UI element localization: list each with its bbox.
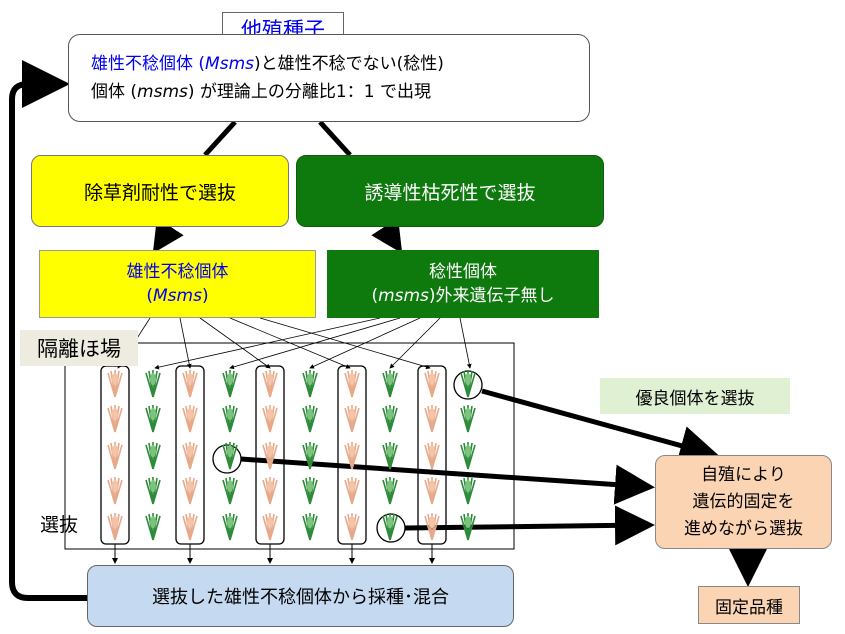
sterile-plant-icon	[262, 405, 278, 433]
self-line-2: 遺伝的固定を	[692, 491, 795, 512]
sterile-plant-icon	[344, 442, 360, 470]
self-line-1: 自殖により	[701, 464, 786, 485]
sterile-plant-icon	[107, 477, 123, 505]
male-sterile-box: 雄性不稔個体 (Msms)	[39, 250, 316, 318]
sterile-plant-icon	[424, 405, 440, 433]
fertile-plant-icon	[382, 370, 398, 398]
sterile-plant-icon	[182, 442, 198, 470]
fertile-line-1: 稔性個体	[429, 262, 497, 282]
fertile-plant-icon	[460, 370, 476, 398]
male-sterile-line-2: (Msms)	[146, 286, 209, 306]
fixed-variety-box: 固定品種	[698, 586, 800, 624]
sterile-plant-icon	[262, 442, 278, 470]
fertile-line-2: (msms)外来遺伝子無し	[371, 286, 555, 306]
fertile-plant-icon	[302, 370, 318, 398]
feedback-loop-arrow	[9, 60, 87, 601]
fertile-box: 稔性個体 (msms)外来遺伝子無し	[327, 250, 599, 318]
sterile-plant-icon	[344, 477, 360, 505]
fertile-plant-icon	[145, 513, 161, 541]
male-sterile-line-1: 雄性不稔個体	[126, 262, 229, 282]
top-line-2: 個体 (msms) が理論上の分離比1：1 で出現	[91, 82, 431, 102]
sterile-plant-icon	[262, 513, 278, 541]
sterile-plant-icon	[344, 513, 360, 541]
fertile-plant-icon	[222, 370, 238, 398]
self-line-3: 進めながら選抜	[684, 518, 803, 539]
good-individuals-label: 優良個体を選抜	[600, 378, 790, 414]
self-pollination-box: 自殖により 遺伝的固定を 進めながら選抜	[655, 455, 832, 549]
sterile-plant-icon	[424, 477, 440, 505]
fertile-plant-icon	[382, 442, 398, 470]
fertile-plant-icon	[382, 405, 398, 433]
fertile-plant-icon	[302, 477, 318, 505]
fertile-plant-icon	[145, 442, 161, 470]
fertile-plant-icon	[460, 442, 476, 470]
isolated-field-label: 隔離ほ場	[20, 330, 138, 366]
sterile-plant-icon	[182, 405, 198, 433]
sterile-plant-icon	[107, 370, 123, 398]
arrow-herbicide-to-sterile	[152, 217, 184, 254]
sterile-plant-icon	[424, 370, 440, 398]
fertile-plant-icon	[460, 405, 476, 433]
line-top-to-herbicide	[203, 120, 237, 157]
arrow-induced-to-fertile	[371, 217, 403, 254]
fertile-plant-icon	[302, 513, 318, 541]
sterile-plant-icon	[262, 370, 278, 398]
fertile-plant-icon	[222, 513, 238, 541]
sterile-plant-icon	[107, 442, 123, 470]
fertile-plant-icon	[382, 513, 398, 541]
sterile-plant-icon	[182, 513, 198, 541]
fertile-plant-icon	[302, 442, 318, 470]
fertile-plant-icon	[460, 513, 476, 541]
fertile-plant-icon	[145, 405, 161, 433]
fertile-plant-icon	[222, 442, 238, 470]
top-description-box: 雄性不稔個体 (Msms)と雄性不稔でない(稔性) 個体 (msms) が理論上…	[68, 34, 590, 122]
sterile-plant-icon	[344, 405, 360, 433]
fertile-plant-icon	[222, 405, 238, 433]
selection-label: 選抜	[40, 513, 79, 536]
sterile-plant-icon	[182, 370, 198, 398]
induced-selection-box: 誘導性枯死性で選抜	[296, 155, 604, 227]
top-line-1: 雄性不稔個体 (Msms)と雄性不稔でない(稔性)	[91, 54, 444, 74]
sterile-plant-icon	[262, 477, 278, 505]
sterile-plant-icon	[107, 513, 123, 541]
line-top-to-induced	[318, 120, 352, 157]
sterile-plant-icon	[424, 442, 440, 470]
sterile-plant-icon	[107, 405, 123, 433]
arrow-low-to-self	[404, 505, 655, 546]
arrow-good-to-self	[481, 388, 720, 466]
fertile-plant-icon	[302, 405, 318, 433]
sterile-plant-icon	[424, 513, 440, 541]
fertile-plant-icon	[222, 477, 238, 505]
sterile-plant-icon	[182, 477, 198, 505]
fertile-plant-icon	[460, 477, 476, 505]
fertile-plant-icon	[145, 477, 161, 505]
herbicide-selection-box: 除草剤耐性で選抜	[31, 155, 289, 227]
sterile-plant-icon	[344, 370, 360, 398]
fertile-plant-icon	[382, 477, 398, 505]
seed-collection-box: 選抜した雄性不稔個体から採種･混合	[87, 565, 514, 627]
fertile-plant-icon	[145, 370, 161, 398]
